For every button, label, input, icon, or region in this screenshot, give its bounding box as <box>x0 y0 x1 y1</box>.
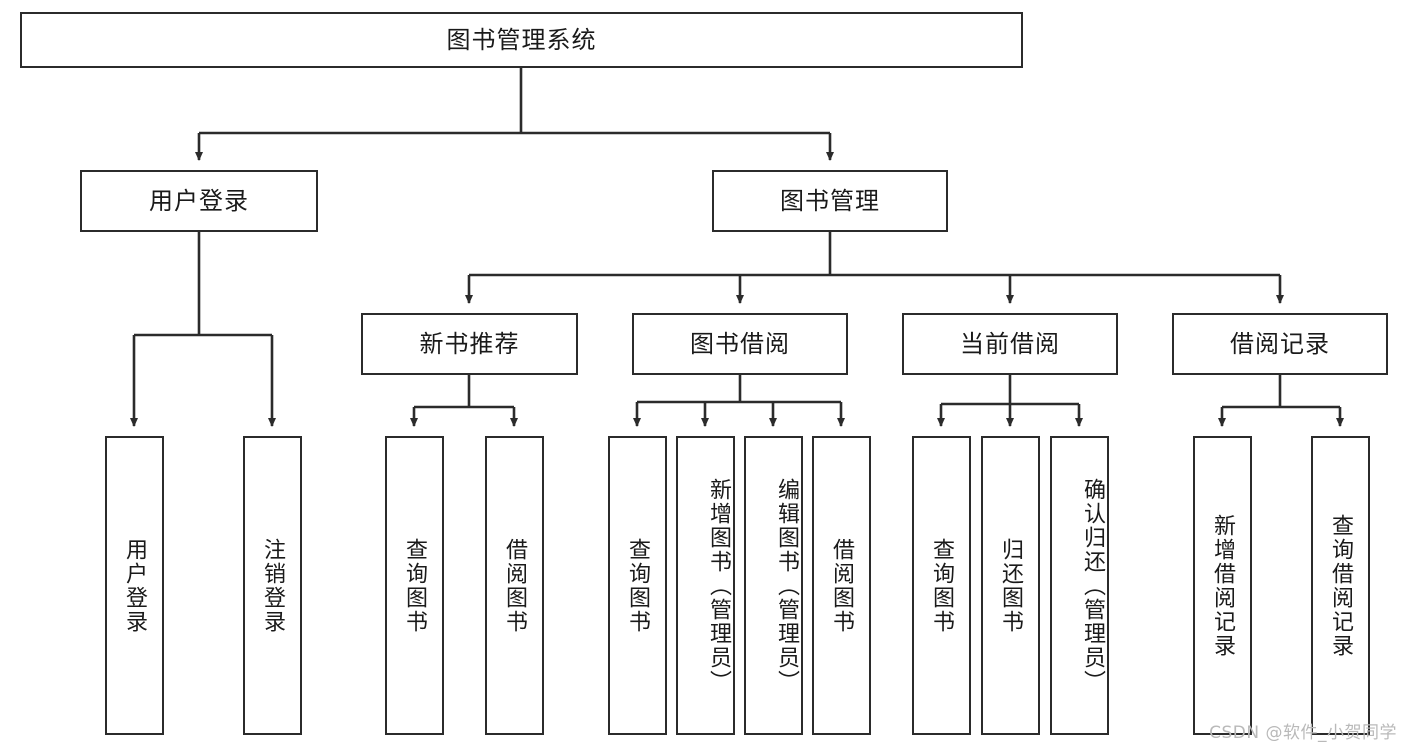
leaf-borrow-book[interactable]: 借阅图书 <box>812 436 871 735</box>
node-book-borrow[interactable]: 图书借阅 <box>632 313 848 375</box>
node-label: 确认归还（管理员） <box>1080 477 1105 694</box>
leaf-borrow-book-recommend[interactable]: 借阅图书 <box>485 436 544 735</box>
node-label: 编辑图书（管理员） <box>774 477 799 694</box>
watermark: CSDN @软件_小贺同学 <box>1209 723 1397 743</box>
node-new-book-recommend[interactable]: 新书推荐 <box>361 313 578 375</box>
node-label: 查询借阅记录 <box>1328 513 1354 658</box>
node-label: 用户登录 <box>122 537 148 634</box>
node-label: 归还图书 <box>998 537 1024 634</box>
leaf-add-borrow-record[interactable]: 新增借阅记录 <box>1193 436 1252 735</box>
leaf-add-book-admin[interactable]: 新增图书（管理员） <box>676 436 735 735</box>
node-label: 借阅图书 <box>502 537 528 634</box>
node-label: 查询图书 <box>402 537 428 634</box>
node-label: 图书管理系统 <box>446 25 597 54</box>
leaf-edit-book-admin[interactable]: 编辑图书（管理员） <box>744 436 803 735</box>
node-label: 查询图书 <box>625 537 651 634</box>
leaf-user-login[interactable]: 用户登录 <box>105 436 164 735</box>
leaf-query-book-recommend[interactable]: 查询图书 <box>385 436 444 735</box>
leaf-return-book[interactable]: 归还图书 <box>981 436 1040 735</box>
leaf-logout[interactable]: 注销登录 <box>243 436 302 735</box>
leaf-query-borrow-record[interactable]: 查询借阅记录 <box>1311 436 1370 735</box>
node-label: 注销登录 <box>260 537 286 634</box>
node-root-book-management-system[interactable]: 图书管理系统 <box>20 12 1023 68</box>
node-label: 图书管理 <box>780 186 880 215</box>
node-borrow-record[interactable]: 借阅记录 <box>1172 313 1388 375</box>
node-label: 新增借阅记录 <box>1210 513 1236 658</box>
node-label: 借阅图书 <box>829 537 855 634</box>
leaf-query-book-current[interactable]: 查询图书 <box>912 436 971 735</box>
node-book-management[interactable]: 图书管理 <box>712 170 948 232</box>
node-label: 图书借阅 <box>690 329 790 358</box>
node-label: 用户登录 <box>149 186 249 215</box>
node-label: 新书推荐 <box>419 329 520 358</box>
node-label: 当前借阅 <box>960 329 1060 358</box>
node-user-login[interactable]: 用户登录 <box>80 170 318 232</box>
leaf-confirm-return-admin[interactable]: 确认归还（管理员） <box>1050 436 1109 735</box>
node-label: 借阅记录 <box>1230 329 1330 358</box>
node-current-borrow[interactable]: 当前借阅 <box>902 313 1118 375</box>
node-label: 新增图书（管理员） <box>706 477 731 694</box>
node-label: 查询图书 <box>929 537 955 634</box>
leaf-query-book-borrow[interactable]: 查询图书 <box>608 436 667 735</box>
